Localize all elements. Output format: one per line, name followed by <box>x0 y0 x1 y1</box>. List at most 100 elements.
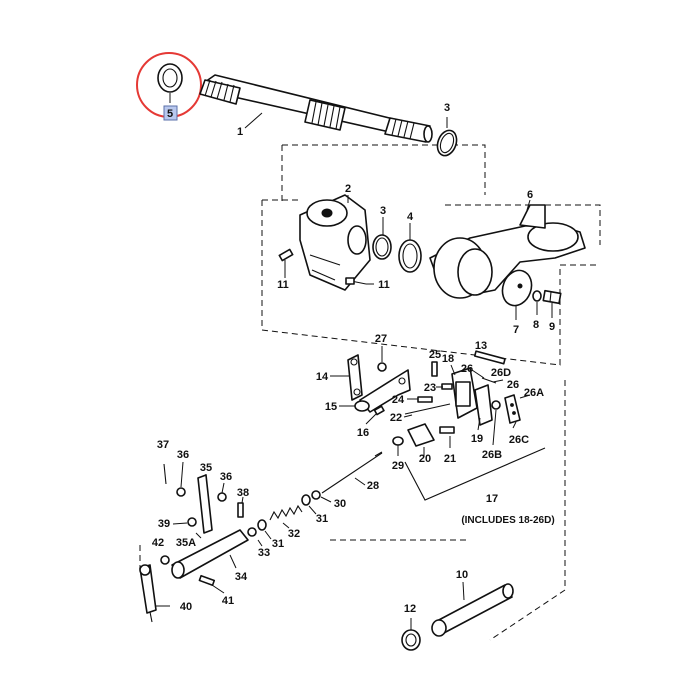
leader-35a <box>195 532 202 539</box>
part-3-ring-lower[interactable] <box>372 234 392 260</box>
part-3-snap-ring-upper[interactable] <box>434 128 460 159</box>
label-29: 29 <box>392 460 404 472</box>
part-13-rod[interactable] <box>473 350 506 365</box>
part-40-handle[interactable] <box>139 564 157 623</box>
part-27-nut[interactable] <box>377 362 387 372</box>
part-33-washer[interactable] <box>247 527 257 537</box>
part-37-cotter-pin[interactable] <box>163 463 167 485</box>
part-31-washer-lower[interactable] <box>257 519 267 531</box>
part-36-washer-left[interactable] <box>176 487 186 497</box>
leader-18 <box>450 364 456 376</box>
part-23-bolt[interactable] <box>441 383 453 390</box>
part-5-seal[interactable] <box>157 63 183 93</box>
part-11-pin-right[interactable] <box>345 277 367 285</box>
leader-26a <box>519 394 531 399</box>
label-3b: 3 <box>380 205 386 217</box>
label-34: 34 <box>235 571 248 583</box>
part-24-pin[interactable] <box>417 396 433 403</box>
leader-30 <box>320 496 332 503</box>
label-21: 21 <box>444 453 456 465</box>
leader-41 <box>211 584 225 594</box>
label-14: 14 <box>316 371 329 383</box>
label-4: 4 <box>407 211 414 223</box>
part-35-link[interactable] <box>197 474 213 534</box>
part-12-bushing[interactable] <box>401 629 421 651</box>
label-42: 42 <box>152 537 164 549</box>
leader-36a <box>180 461 184 488</box>
part-38-pin[interactable] <box>237 502 244 518</box>
label-26a: 26A <box>524 387 544 399</box>
note-17: (INCLUDES 18-26D) <box>461 515 554 526</box>
leader-26c <box>512 421 517 429</box>
leader-34 <box>229 554 237 569</box>
part-21-bolt[interactable] <box>439 426 455 434</box>
part-8-lockwasher[interactable] <box>532 290 542 302</box>
label-22: 22 <box>390 412 402 424</box>
label-13: 13 <box>475 340 487 352</box>
part-41-pin[interactable] <box>198 574 216 587</box>
label-3a: 3 <box>444 102 450 114</box>
leader-39 <box>172 522 188 525</box>
leader-31b <box>264 530 272 540</box>
part-14-link[interactable] <box>347 354 363 401</box>
part-16-pin[interactable] <box>373 405 385 416</box>
part-4-ring[interactable] <box>398 239 422 273</box>
part-22-spring[interactable] <box>404 403 451 415</box>
part-28-rod[interactable] <box>321 451 383 494</box>
part-26b-washer[interactable] <box>491 400 501 410</box>
label-20: 20 <box>419 453 431 465</box>
leader-16 <box>365 413 377 425</box>
label-35a: 35A <box>176 537 196 549</box>
label-15: 15 <box>325 401 337 413</box>
part-36-washer-right[interactable] <box>217 492 227 502</box>
label-35: 35 <box>200 462 212 474</box>
label-11a: 11 <box>277 279 289 291</box>
label-12: 12 <box>404 603 416 615</box>
label-38: 38 <box>237 487 249 499</box>
part-19-link[interactable] <box>474 384 493 426</box>
label-6: 6 <box>527 189 533 201</box>
part-42-nut[interactable] <box>160 555 170 565</box>
part-9-bolt[interactable] <box>542 289 562 305</box>
part-31-washer-upper[interactable] <box>301 494 311 506</box>
part-18-bracket[interactable] <box>451 367 478 419</box>
part-1-shaft[interactable] <box>199 74 433 143</box>
part-29-nut[interactable] <box>392 436 404 446</box>
label-32: 32 <box>288 528 300 540</box>
label-1: 1 <box>237 126 243 138</box>
part-6-lift-arm[interactable] <box>429 204 586 299</box>
part-20-block[interactable] <box>407 423 435 447</box>
leader-38 <box>241 496 244 504</box>
leader-26 <box>471 369 485 379</box>
label-26bb: 26B <box>482 449 502 461</box>
label-10: 10 <box>456 569 468 581</box>
part-26c-plate[interactable] <box>504 394 521 424</box>
label-31a: 31 <box>316 513 328 525</box>
label-7: 7 <box>513 324 519 336</box>
part-11-pin-left[interactable] <box>278 248 294 262</box>
leader-26bb <box>492 409 497 446</box>
part-10-cross-shaft[interactable] <box>431 583 514 637</box>
part-39-nut[interactable] <box>187 517 197 527</box>
leader-33 <box>257 539 263 547</box>
part-7-washer[interactable] <box>498 266 537 309</box>
label-26d: 26D <box>491 367 511 379</box>
label-8: 8 <box>533 319 539 331</box>
part-2-lift-arm[interactable] <box>299 194 371 291</box>
part-30-nut[interactable] <box>311 490 321 500</box>
dashed-assembly-lines <box>139 144 601 641</box>
leader-28 <box>354 477 366 486</box>
label-30: 30 <box>334 498 346 510</box>
part-32-spring[interactable] <box>269 504 303 521</box>
part-34-lever[interactable] <box>171 529 249 579</box>
label-23: 23 <box>424 382 436 394</box>
bracket-17 <box>404 447 546 501</box>
part-15-bellcrank[interactable] <box>354 369 411 413</box>
part-25-pin[interactable] <box>431 361 438 377</box>
leader-6 <box>526 199 531 211</box>
label-37: 37 <box>157 439 169 451</box>
label-36b: 36 <box>220 471 232 483</box>
label-16: 16 <box>357 427 369 439</box>
leader-36b <box>221 482 225 494</box>
label-33: 33 <box>258 547 270 559</box>
